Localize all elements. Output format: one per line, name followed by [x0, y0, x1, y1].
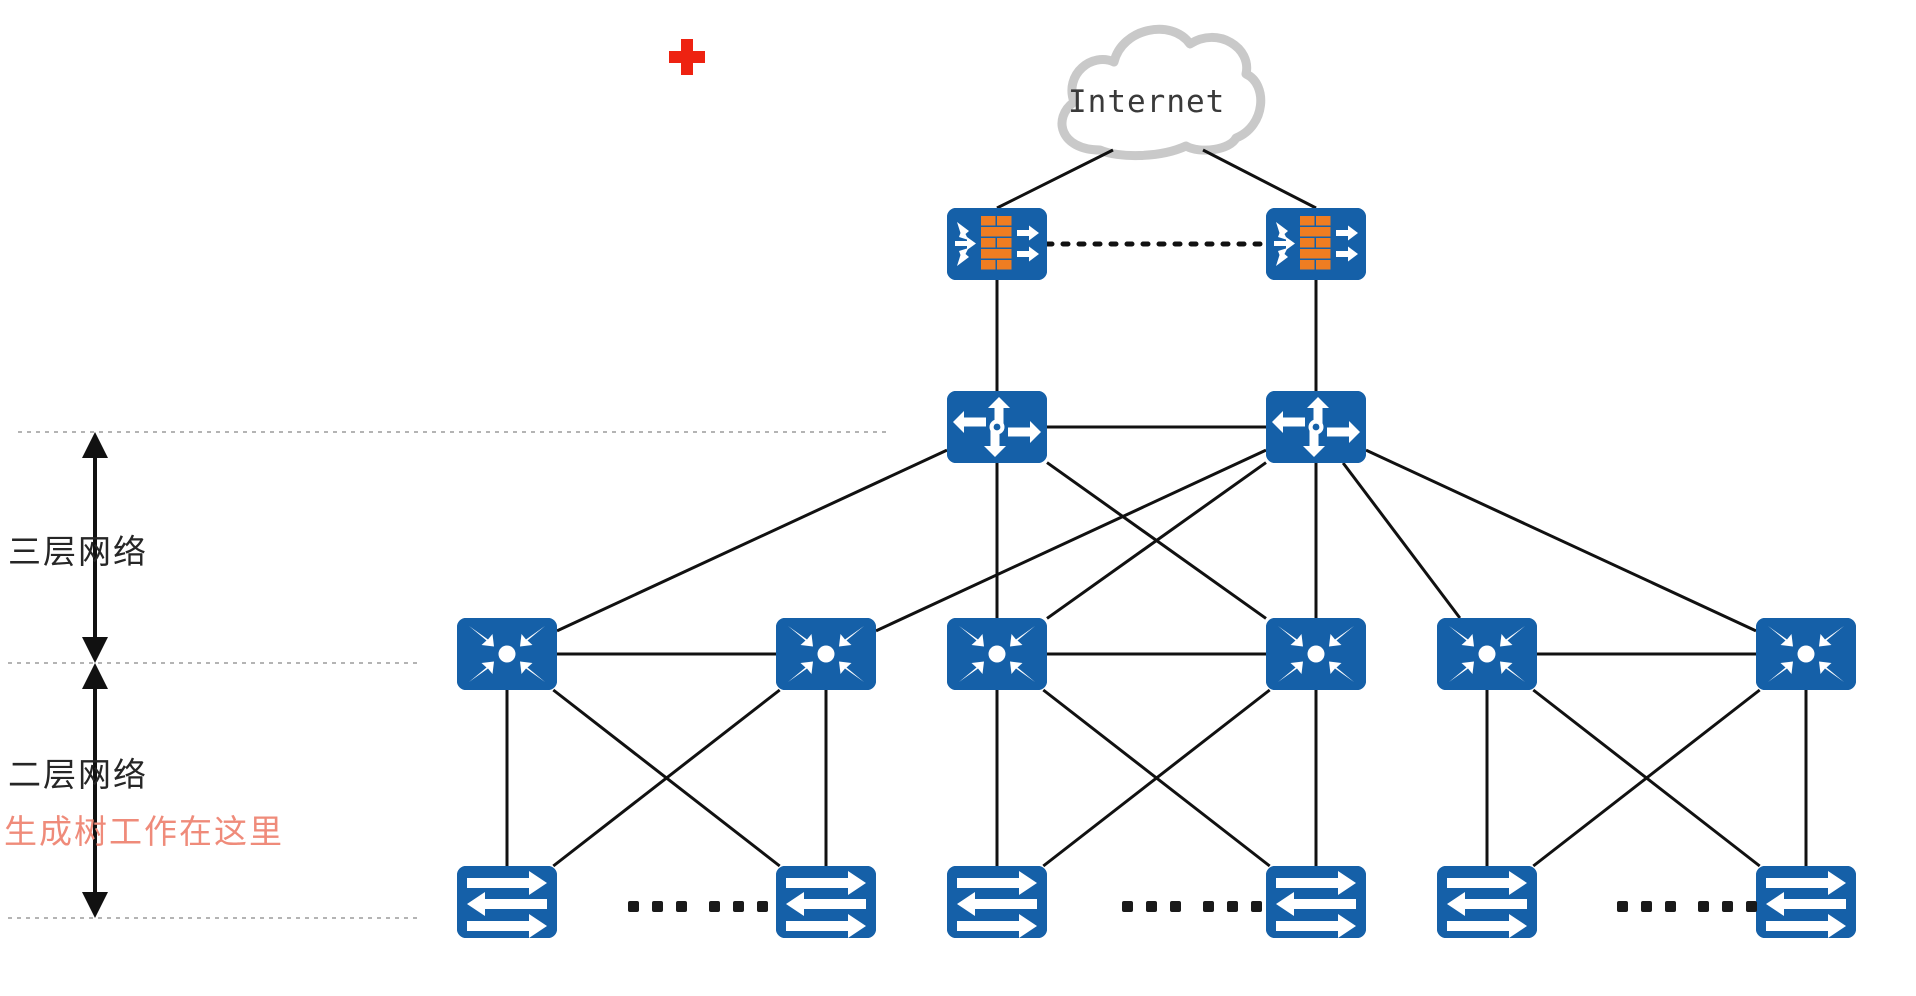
node-l2-2[interactable] [776, 866, 876, 938]
node-l2-5[interactable] [1437, 866, 1537, 938]
node-l2-1[interactable] [457, 866, 557, 938]
red-cross-marker [667, 37, 707, 82]
link-l3-4-to-l2-3 [1042, 688, 1271, 868]
node-rt-2[interactable] [1266, 391, 1366, 463]
node-l3-2[interactable] [776, 618, 876, 690]
node-l3-4[interactable] [1266, 618, 1366, 690]
link-rt-2-to-l3-6 [1365, 448, 1757, 633]
label-layer2: 二层网络 [8, 756, 148, 793]
ellipsis-pod-2 [1122, 901, 1262, 912]
node-l3-6[interactable] [1756, 618, 1856, 690]
link-rt-1-to-l3-1 [556, 448, 948, 633]
node-fw-1[interactable] [947, 208, 1047, 280]
link-rt-2-to-l3-3 [1046, 461, 1267, 620]
ellipsis-pod-1 [628, 901, 768, 912]
node-l2-4[interactable] [1266, 866, 1366, 938]
link-l3-5-to-l2-6 [1532, 688, 1761, 868]
node-l3-5[interactable] [1437, 618, 1537, 690]
link-l3-1-to-l2-2 [552, 688, 781, 868]
link-cloud-left-to-fw-1 [996, 148, 1114, 210]
link-rt-2-to-l3-2 [875, 448, 1267, 633]
node-l2-3[interactable] [947, 866, 1047, 938]
cloud-label: Internet [1068, 84, 1226, 120]
node-fw-2[interactable] [1266, 208, 1366, 280]
link-l3-2-to-l2-1 [552, 688, 781, 868]
link-l3-6-to-l2-5 [1532, 688, 1761, 868]
node-rt-1[interactable] [947, 391, 1047, 463]
node-l2-6[interactable] [1756, 866, 1856, 938]
ellipsis-pod-3 [1617, 901, 1757, 912]
link-rt-2-to-l3-5 [1341, 462, 1462, 619]
node-l3-1[interactable] [457, 618, 557, 690]
link-cloud-right-to-fw-2 [1202, 148, 1317, 210]
link-rt-1-to-l3-4 [1046, 461, 1267, 620]
node-l3-3[interactable] [947, 618, 1047, 690]
label-stp-note: 生成树工作在这里 [4, 813, 284, 850]
link-l3-3-to-l2-4 [1042, 688, 1271, 868]
label-layer3: 三层网络 [8, 533, 148, 570]
